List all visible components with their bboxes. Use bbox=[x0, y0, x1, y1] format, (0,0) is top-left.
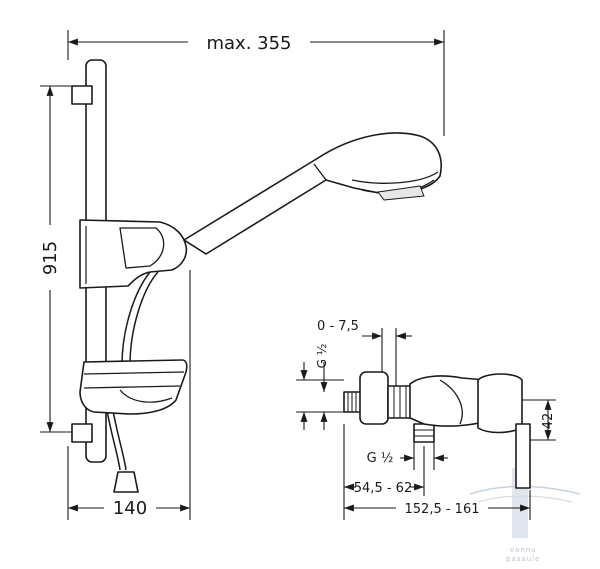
bottom-wall-bracket bbox=[71, 423, 93, 443]
shower-hose bbox=[129, 271, 159, 366]
mixer-valve bbox=[343, 371, 531, 489]
head-holder bbox=[79, 219, 188, 289]
hose-end-nut bbox=[113, 471, 139, 493]
shower-rail-assembly bbox=[71, 59, 442, 493]
dimension-lines bbox=[40, 30, 556, 520]
dim-valve-height: 42 bbox=[541, 413, 556, 430]
mixer-lever bbox=[515, 423, 531, 489]
dim-inlet-thread-bottom: G ½ bbox=[367, 451, 394, 466]
dim-inlet-thread-left: G ½ bbox=[315, 344, 329, 369]
eccentric-connector bbox=[359, 371, 389, 425]
top-wall-bracket bbox=[71, 85, 93, 105]
dim-height: 915 bbox=[40, 241, 61, 275]
outlet-thread-bottom bbox=[413, 423, 435, 443]
dim-base-width: 140 bbox=[113, 498, 147, 519]
dim-max-width: max. 355 bbox=[206, 33, 291, 54]
dim-inlet-spacing: 54,5 - 62 bbox=[354, 481, 412, 496]
dim-mixer-length: 152,5 - 161 bbox=[405, 502, 480, 517]
spray-face bbox=[351, 171, 439, 184]
watermark-line2: pasaule bbox=[506, 555, 540, 563]
watermark-line1: vannu bbox=[510, 546, 537, 554]
dim-offset: 0 - 7,5 bbox=[317, 319, 359, 334]
